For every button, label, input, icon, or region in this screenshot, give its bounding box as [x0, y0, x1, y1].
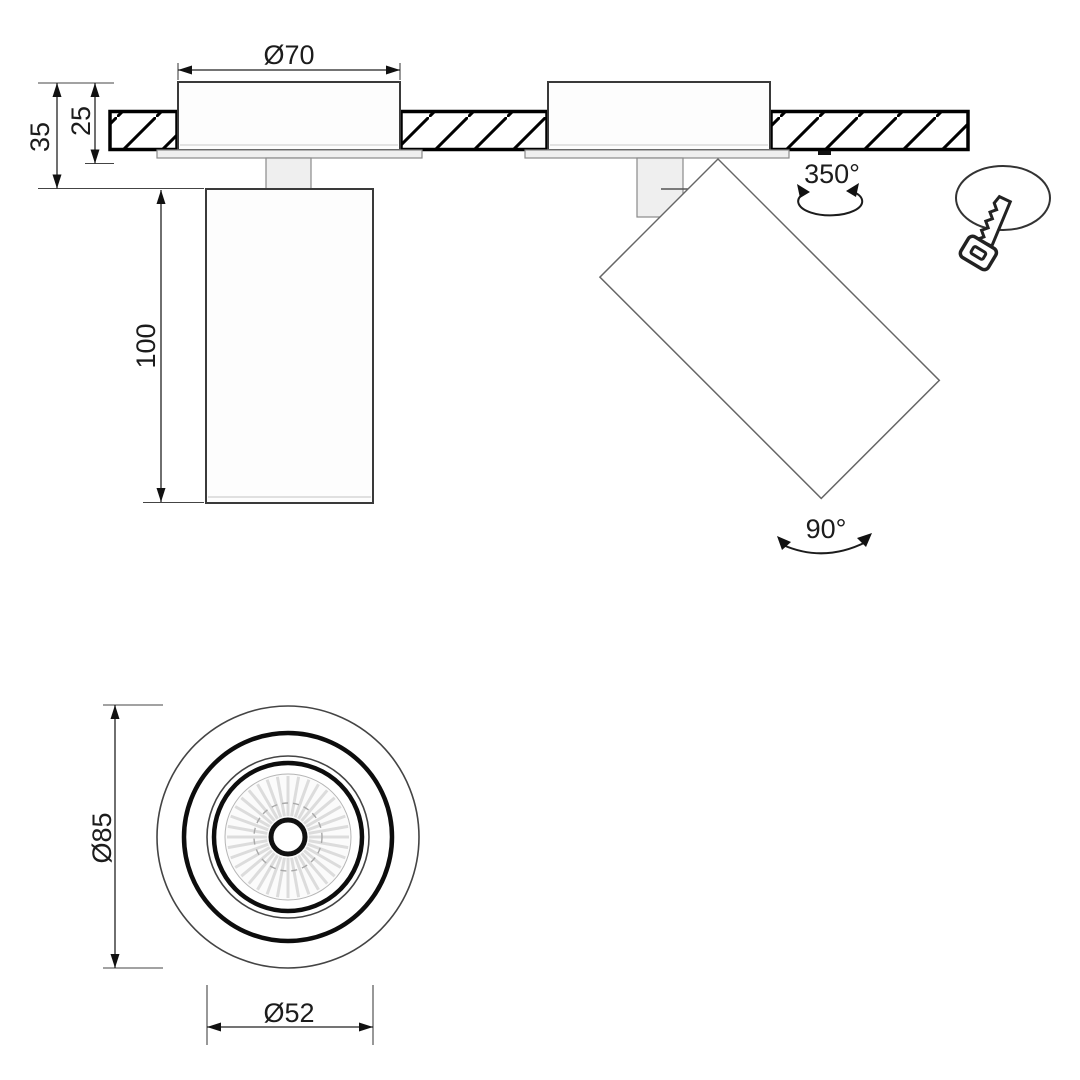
lamp-body-tilted [598, 157, 941, 500]
trim-flange-2 [524, 149, 790, 159]
tilted-view: 350° 90° [524, 81, 1051, 555]
dimension-total-depth: 35 [25, 82, 204, 190]
trim-flange-1 [156, 149, 423, 159]
dimension-top-diameter: Ø70 [177, 40, 401, 80]
tilt-angle-label: 90° [806, 514, 847, 544]
stem-1 [265, 157, 312, 190]
key-icon [955, 165, 1051, 272]
ceiling-section-left [108, 109, 179, 152]
key-bow-slot [969, 245, 988, 261]
dimension-recess-depth: 25 [66, 83, 114, 165]
dim-lens-diameter-label: Ø52 [263, 998, 314, 1028]
recessed-housing-2 [547, 81, 771, 151]
ceiling-section-middle [399, 109, 549, 152]
key-ring-ellipse [955, 165, 1051, 231]
side-view: Ø70 35 25 100 [25, 40, 970, 504]
bottom-view: Ø85 Ø52 [87, 704, 420, 1045]
ceiling-clip [818, 150, 831, 155]
dim-total-depth-label: 35 [25, 122, 55, 152]
dim-outer-diameter-label: Ø85 [87, 812, 117, 863]
led-dashed-circle [253, 802, 323, 872]
dim-top-diameter-label: Ø70 [263, 40, 314, 70]
dimension-outer-diameter: Ø85 [87, 704, 163, 969]
tilt-arc-arrow: 90° [777, 514, 872, 555]
led-center [268, 817, 308, 857]
recessed-housing-1 [177, 81, 401, 151]
dim-recess-depth-label: 25 [66, 106, 96, 136]
rotation-ellipse-arrow: 350° [797, 159, 864, 217]
dimension-lens-diameter: Ø52 [206, 985, 374, 1045]
dimension-body-height: 100 [131, 190, 204, 504]
ceiling-section-right [769, 109, 970, 152]
dim-body-height-label: 100 [131, 323, 161, 368]
lamp-body-1 [205, 188, 374, 504]
lens-rays [227, 776, 349, 898]
rotation-angle-label: 350° [804, 159, 860, 189]
key-blade [973, 194, 1013, 249]
